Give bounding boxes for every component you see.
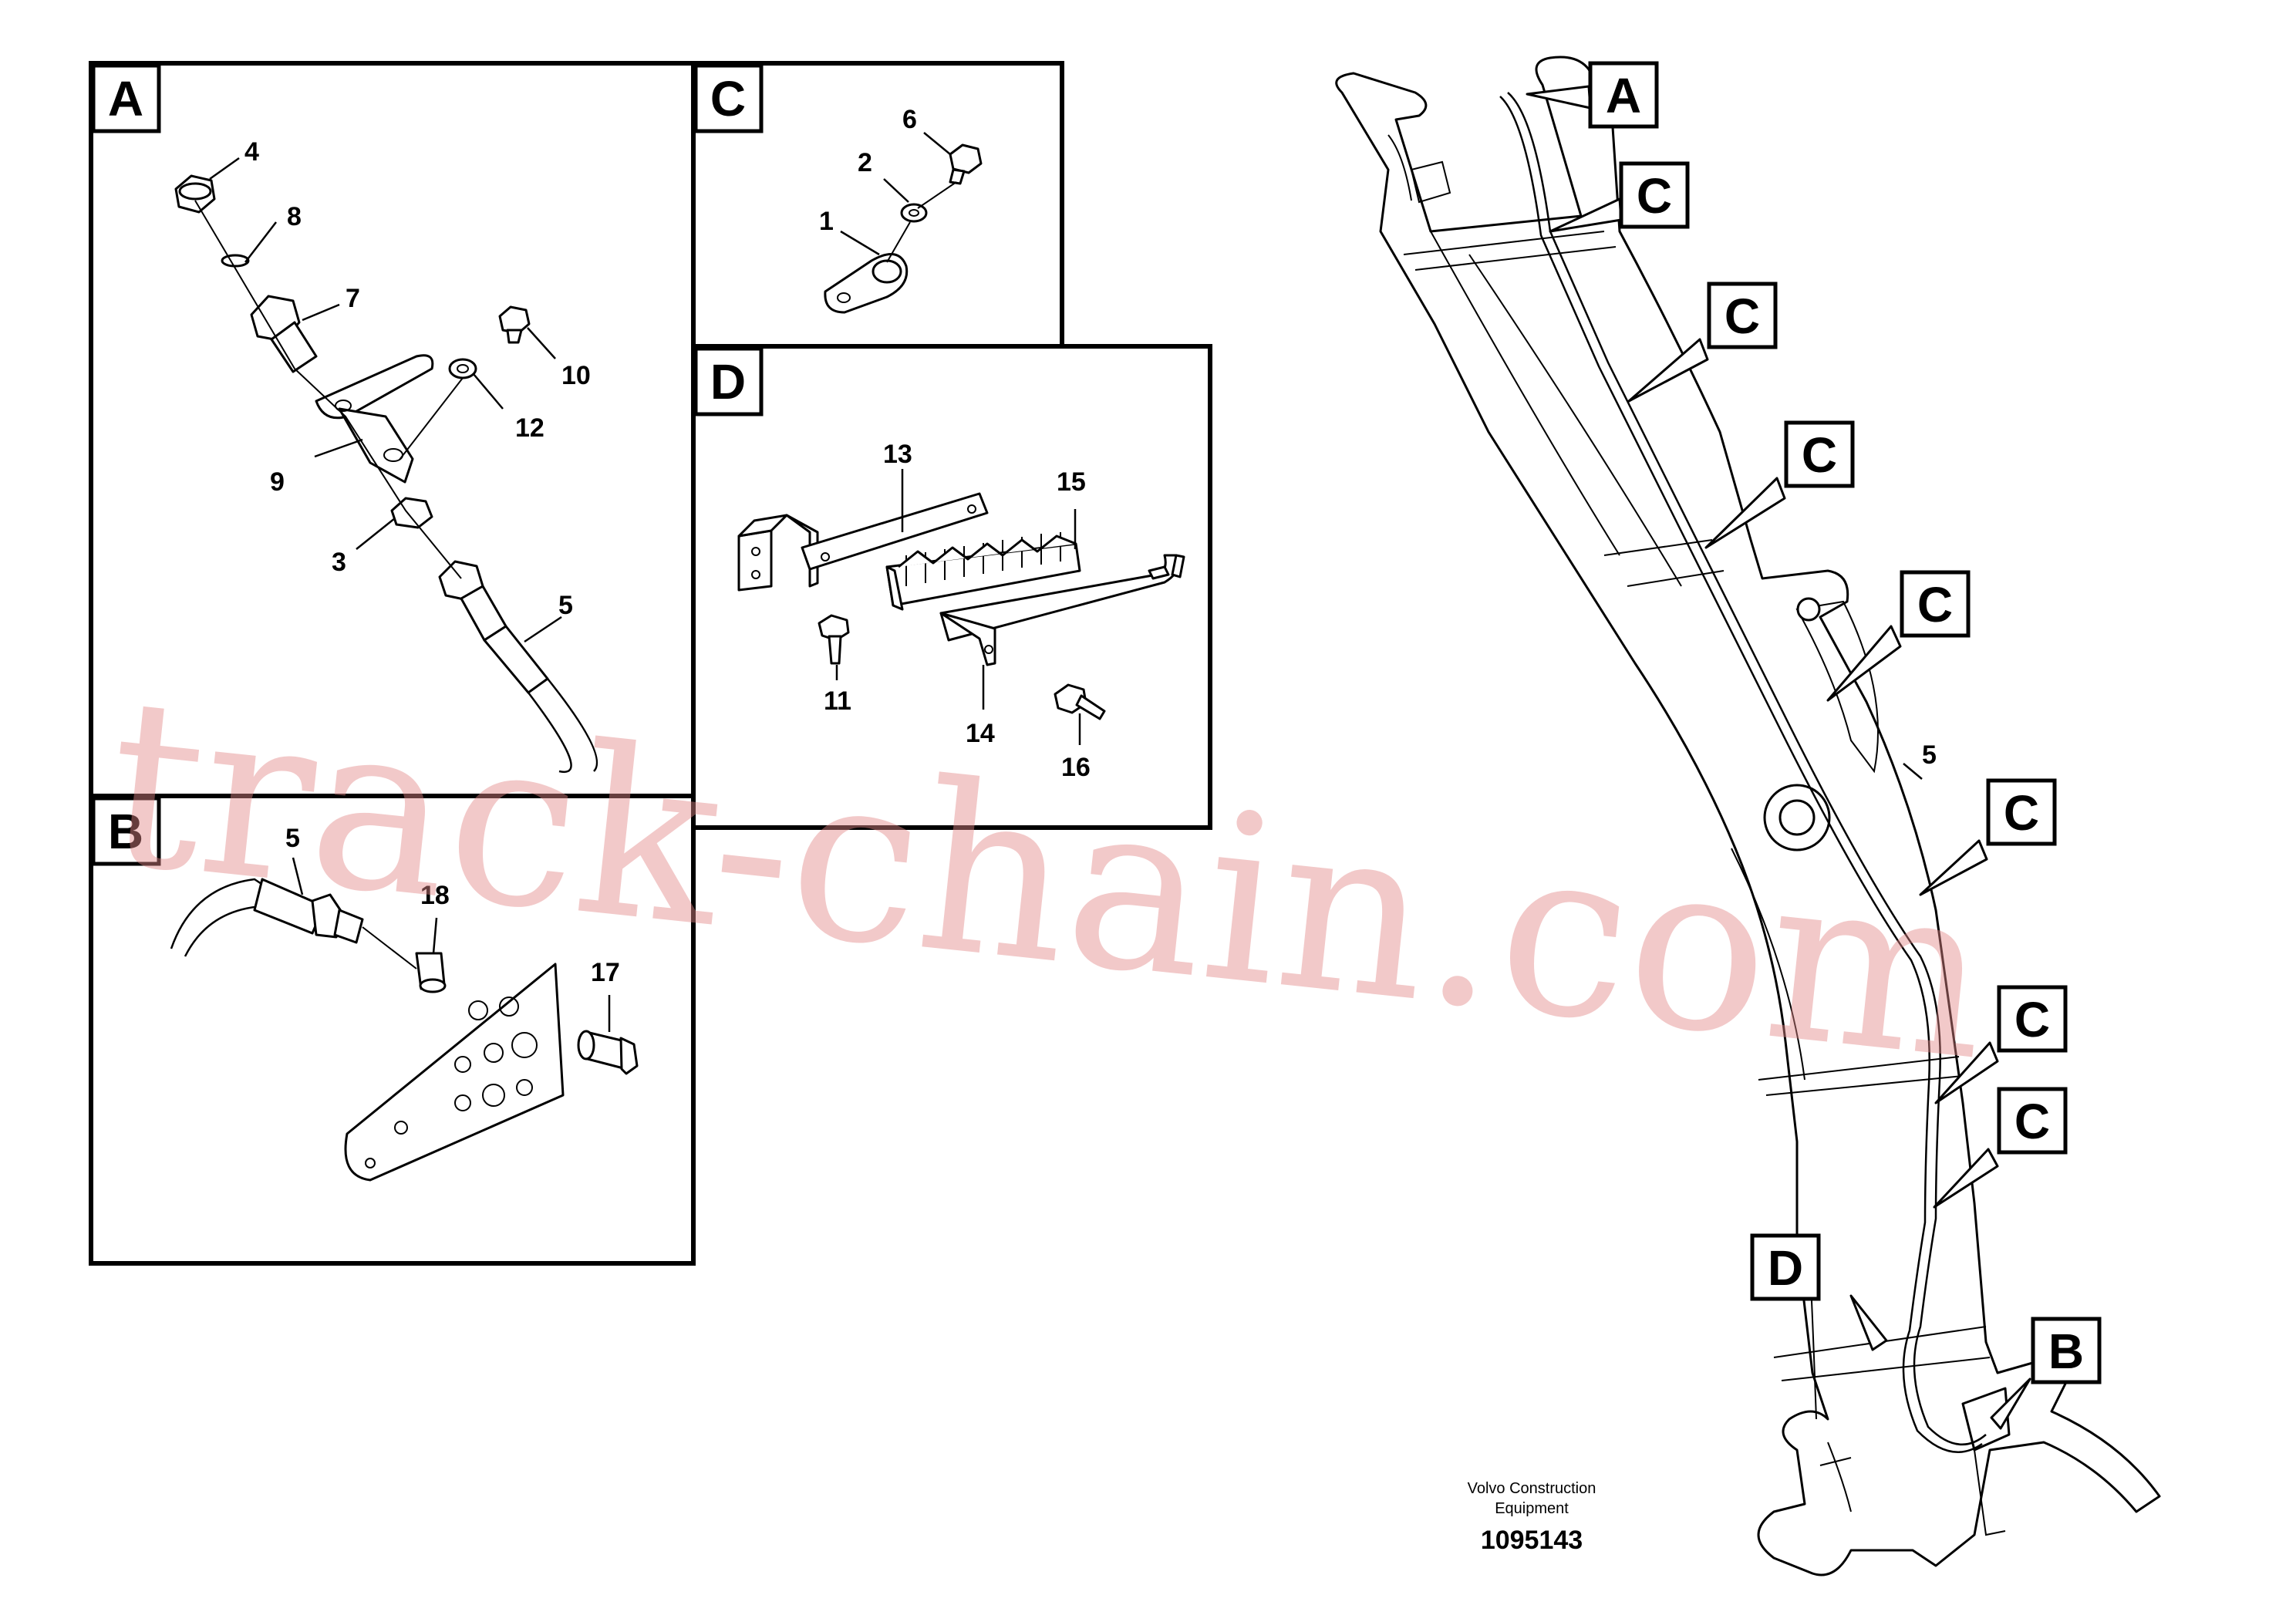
detail-panel-d: D [691,344,1212,830]
panel-a-letter: A [108,71,143,126]
callout-a-12: 12 [515,413,544,443]
callout-a-10: 10 [561,361,591,390]
callout-a-9: 9 [270,467,285,497]
credit-line-1: Volvo Construction [1468,1480,1596,1497]
mounting-plate [344,963,565,1182]
overview-tag-c-7: C [2014,1094,2050,1149]
panel-d-letter: D [710,354,746,410]
part-18-elbow [415,952,447,993]
drawing-code: 1095143 [1481,1526,1583,1555]
overview-tag-c-4: C [1917,577,1953,632]
part-11-bolt [818,614,850,665]
callout-a-3: 3 [332,548,346,577]
callout-a-5: 5 [558,591,573,620]
callout-d-11: 11 [824,686,851,716]
part-8-o-ring [221,254,250,268]
callout-c-2: 2 [858,148,872,177]
overview-tag-b: B [2048,1324,2084,1379]
overview-tag-c-2: C [1725,288,1760,344]
callout-a-8: 8 [287,202,302,231]
overview-tag-c-3: C [1802,427,1837,483]
callout-d-13: 13 [883,440,912,469]
part-14-strap [939,554,1185,666]
credit-block: Volvo Construction Equipment 1095143 [1468,1480,1596,1555]
boom-overview: 5 A C C C C C C C D [1335,56,2161,1576]
part-17-fitting [577,1030,639,1075]
callout-d-16: 16 [1061,753,1091,782]
overview-tag-c-5: C [2004,785,2039,841]
panel-b-letter: B [108,804,143,859]
part-13-bracket [737,492,989,592]
part-9-bracket [315,354,434,484]
part-10-bolt [498,305,531,344]
overview-tag-c-6: C [2014,992,2050,1047]
part-4-nut [174,174,216,214]
callout-b-5: 5 [285,824,300,853]
callout-b-18: 18 [420,881,450,910]
part-5-hose-b [170,878,364,957]
overview-tag-c-1: C [1637,168,1672,224]
part-6-bolt [949,143,983,185]
credit-line-2: Equipment [1495,1500,1569,1517]
callout-b-17: 17 [591,958,620,987]
part-12-washer [448,358,477,379]
callout-a-4: 4 [244,137,259,167]
overview-callout-5: 5 [1922,740,1937,770]
callout-c-6: 6 [902,105,917,134]
callout-a-7: 7 [346,284,360,313]
part-7-fitting [250,295,318,373]
detail-panel-a: A [89,61,696,798]
overview-tag-a: A [1606,68,1641,123]
overview-tag-d: D [1768,1240,1803,1296]
panel-c-letter: C [710,71,746,126]
detail-panel-b: B [89,794,696,1266]
part-5-hose [438,560,598,774]
part-2-washer [900,203,928,223]
callout-d-15: 15 [1057,467,1086,497]
callout-d-14: 14 [966,719,995,748]
part-15-clamp-block [885,532,1081,611]
part-16-bolt [1054,683,1106,720]
part-1-clamp [824,253,909,314]
detail-panel-c: C 6 2 1 [691,61,1064,349]
callout-c-1: 1 [819,207,834,236]
